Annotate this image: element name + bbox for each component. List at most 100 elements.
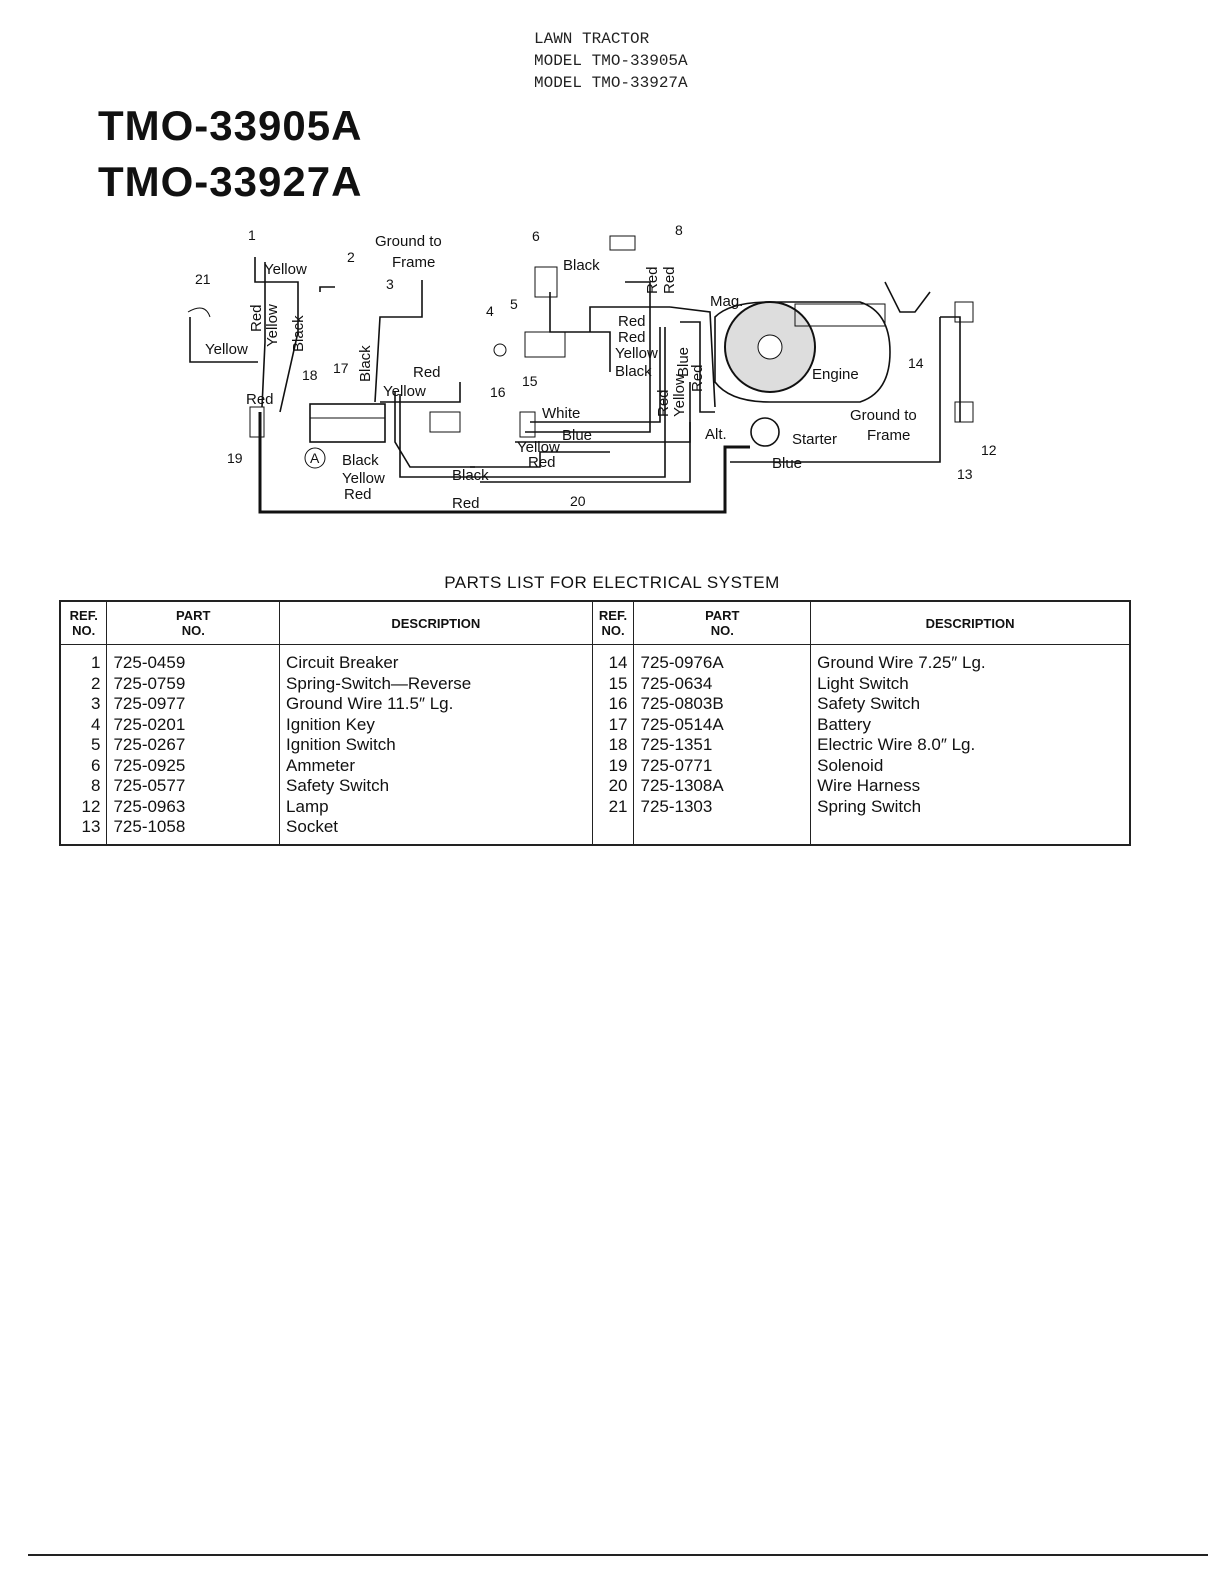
left-part-no: 725-0459	[113, 653, 186, 672]
right-description: Battery	[817, 714, 871, 734]
left-description: Spring-Switch—Reverse	[286, 673, 472, 693]
left-ref: 4	[90, 714, 101, 734]
model-number-1: TMO-33905A	[98, 102, 363, 149]
wire-label-red-vertical: Red	[248, 304, 265, 332]
wire-label-red-safety-1: Red	[644, 266, 661, 294]
callout-15: 15	[522, 373, 538, 389]
callout-numbers: 1 2 3 4 5 6 8 12 13 14 15 16 17 18 19 20…	[195, 222, 997, 509]
switch-components	[187, 235, 974, 438]
light-switch-15	[519, 411, 536, 438]
header-description-right: DESCRIPTION	[810, 600, 1131, 645]
wire-label-red-ignition-2: Red	[618, 329, 646, 346]
lamp-lower	[954, 401, 974, 423]
bottom-rule	[28, 1554, 1208, 1556]
left-description: Safety Switch	[286, 776, 390, 795]
left-ref: 12	[81, 796, 101, 816]
left-description-column: Circuit Breaker Spring-Switch—Reverse Gr…	[279, 644, 593, 845]
wire-label-blue-right: Blue	[772, 455, 802, 472]
wire-label-black-battery: Black	[342, 452, 379, 469]
parts-list-title: PARTS LIST FOR ELECTRICAL SYSTEM	[444, 573, 780, 592]
left-ref-column: 1 2 3 4 5 6 8 12 13	[59, 644, 108, 845]
header-ref-no-right: REF.NO.	[591, 600, 635, 645]
right-part-no: 725-1303	[640, 796, 713, 816]
starter-motor	[750, 417, 780, 447]
typed-line-model-1: MODEL TMO-33905A	[534, 52, 688, 70]
wire-label-red-center: Red	[413, 364, 441, 381]
wiring-diagram: Ground to Frame Mag. Engine Ground to Fr…	[187, 222, 997, 514]
left-part-no: 725-0577	[113, 776, 186, 795]
header-ref-line2-right: NO.	[601, 623, 625, 638]
wire-label-yellow-left: Yellow	[205, 341, 248, 358]
label-engine: Engine	[812, 366, 859, 383]
wire-label-black-ignition: Black	[615, 363, 652, 380]
left-part-no: 725-0977	[113, 694, 186, 713]
wire-label-black-vertical-1: Black	[290, 315, 307, 352]
wire-label-yellow-ignition: Yellow	[615, 345, 658, 362]
left-description: Lamp	[286, 796, 329, 816]
callout-16: 16	[490, 384, 506, 400]
left-ref: 1	[90, 653, 101, 672]
engine-hub	[757, 334, 783, 360]
ignition-switch-5	[524, 331, 566, 358]
ignition-key-4	[493, 343, 507, 357]
right-ref: 21	[608, 796, 628, 816]
wire-label-black-vertical-2: Black	[357, 345, 374, 382]
wire-label-black-ammeter: Black	[563, 257, 600, 274]
model-number-2: TMO-33927A	[98, 158, 363, 205]
right-description: Electric Wire 8.0″ Lg.	[817, 735, 976, 754]
right-description: Wire Harness	[817, 776, 921, 795]
battery-case	[309, 403, 386, 443]
left-description: Ignition Switch	[286, 735, 396, 754]
wire-label-blue-harness-vertical: Blue	[675, 347, 692, 377]
circle-a-marker	[304, 447, 326, 469]
wire-label-blue-center: Blue	[562, 427, 592, 444]
wire-label-red-left: Red	[246, 391, 274, 408]
callout-19: 19	[227, 450, 243, 466]
engine-outline	[714, 301, 891, 403]
engine-component	[714, 301, 891, 447]
wires	[189, 257, 961, 514]
wire-label-red-harness-vertical: Red	[655, 389, 672, 417]
right-ref: 19	[608, 755, 628, 775]
left-ref: 2	[90, 673, 101, 693]
label-mag: Mag.	[710, 293, 743, 310]
right-part-no: 725-0976A	[640, 653, 724, 672]
label-alt: Alt.	[705, 426, 727, 443]
right-description: Ground Wire 7.25″ Lg.	[817, 653, 986, 672]
right-description: Solenoid	[817, 755, 884, 775]
header-part-line2-right: NO.	[710, 623, 734, 638]
right-description: Light Switch	[817, 673, 909, 693]
left-part-no: 725-0963	[113, 796, 186, 816]
wire-label-yellow-harness: Yellow	[517, 439, 560, 456]
left-part-column: 725-0459 725-0759 725-0977 725-0201 725-…	[106, 644, 281, 845]
solenoid-19	[249, 406, 265, 438]
header-ref-line2: NO.	[72, 623, 96, 638]
typed-model-header: LAWN TRACTOR MODEL TMO-33905A MODEL TMO-…	[534, 28, 688, 94]
callout-21: 21	[195, 271, 211, 287]
callout-5: 5	[510, 296, 518, 312]
header-part-line1: PART	[176, 608, 211, 623]
callout-13: 13	[957, 466, 973, 482]
left-part-no: 725-0201	[113, 714, 186, 734]
callout-8: 8	[675, 222, 683, 238]
label-frame-2: Frame	[867, 427, 910, 444]
wire-label-yellow-harness-vertical: Yellow	[671, 374, 688, 417]
right-part-no: 725-1351	[640, 735, 713, 754]
right-part-no: 725-0803B	[640, 694, 724, 713]
right-ref: 16	[608, 694, 628, 713]
right-part-no: 725-1308A	[640, 776, 724, 795]
right-description: Safety Switch	[817, 694, 921, 713]
wire-label-red-ignition-1: Red	[618, 313, 646, 330]
lamp-upper	[954, 301, 974, 323]
safety-switch-16	[429, 411, 461, 433]
header-part-line2: NO.	[181, 623, 205, 638]
right-part-no: 725-0634	[640, 673, 713, 693]
left-part-no: 725-1058	[113, 817, 186, 836]
right-ref: 20	[608, 776, 628, 795]
callout-2: 2	[347, 249, 355, 265]
left-ref: 3	[90, 694, 101, 713]
right-ref: 14	[608, 653, 628, 672]
label-circle-a: A	[310, 450, 320, 466]
left-description: Socket	[286, 817, 339, 836]
